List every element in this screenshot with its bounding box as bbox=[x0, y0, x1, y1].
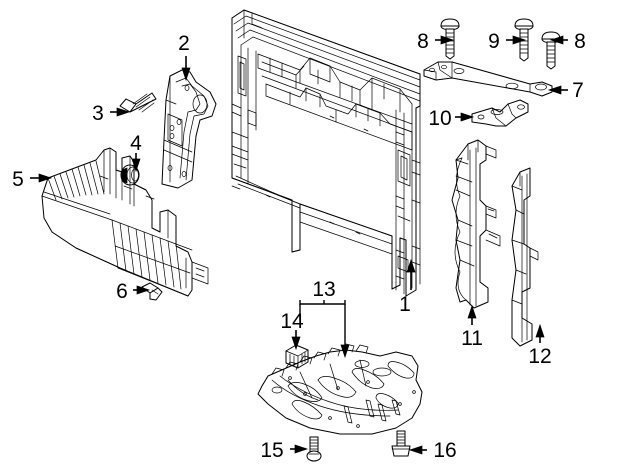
callout-label-11: 11 bbox=[461, 327, 483, 350]
part-upper-air-deflector bbox=[41, 147, 209, 297]
part-pan-head-screw-center bbox=[514, 18, 534, 62]
callout-label-4: 4 bbox=[130, 132, 142, 155]
part-upper-tie-bar bbox=[423, 61, 553, 97]
part-engine-undershield bbox=[257, 343, 423, 435]
callout-label-2: 2 bbox=[178, 32, 190, 55]
part-push-pin-retainer bbox=[141, 282, 163, 301]
callout-label-3: 3 bbox=[92, 102, 104, 125]
callout-label-10: 10 bbox=[428, 107, 451, 130]
callout-label-7: 7 bbox=[572, 79, 584, 102]
part-side-support-bracket bbox=[161, 69, 217, 189]
part-hex-flange-bolt bbox=[119, 92, 157, 113]
callout-labels: 1 2 3 4 5 6 7 8 9 8 10 11 12 13 14 15 16 bbox=[12, 30, 586, 462]
callout-label-15: 15 bbox=[260, 439, 283, 462]
part-radiator-support-frame bbox=[231, 9, 421, 297]
part-pan-head-screw-left bbox=[440, 18, 460, 60]
callout-label-16: 16 bbox=[433, 439, 456, 462]
part-air-baffle-left bbox=[451, 139, 501, 309]
part-air-baffle-right bbox=[511, 167, 539, 347]
callout-label-6: 6 bbox=[116, 280, 128, 303]
part-angle-bracket bbox=[471, 99, 529, 127]
callout-label-13: 13 bbox=[312, 278, 335, 301]
callout-label-5: 5 bbox=[12, 168, 24, 191]
callout-label-8-left: 8 bbox=[417, 30, 429, 53]
callout-label-9: 9 bbox=[488, 30, 500, 53]
callout-label-14: 14 bbox=[280, 310, 304, 333]
callout-leaders bbox=[30, 35, 568, 455]
part-undershield-screw bbox=[306, 436, 322, 462]
callout-label-1: 1 bbox=[399, 293, 411, 316]
callout-label-8-right: 8 bbox=[574, 30, 586, 53]
part-undershield-flange-bolt bbox=[391, 430, 411, 457]
callout-label-12: 12 bbox=[528, 345, 551, 368]
